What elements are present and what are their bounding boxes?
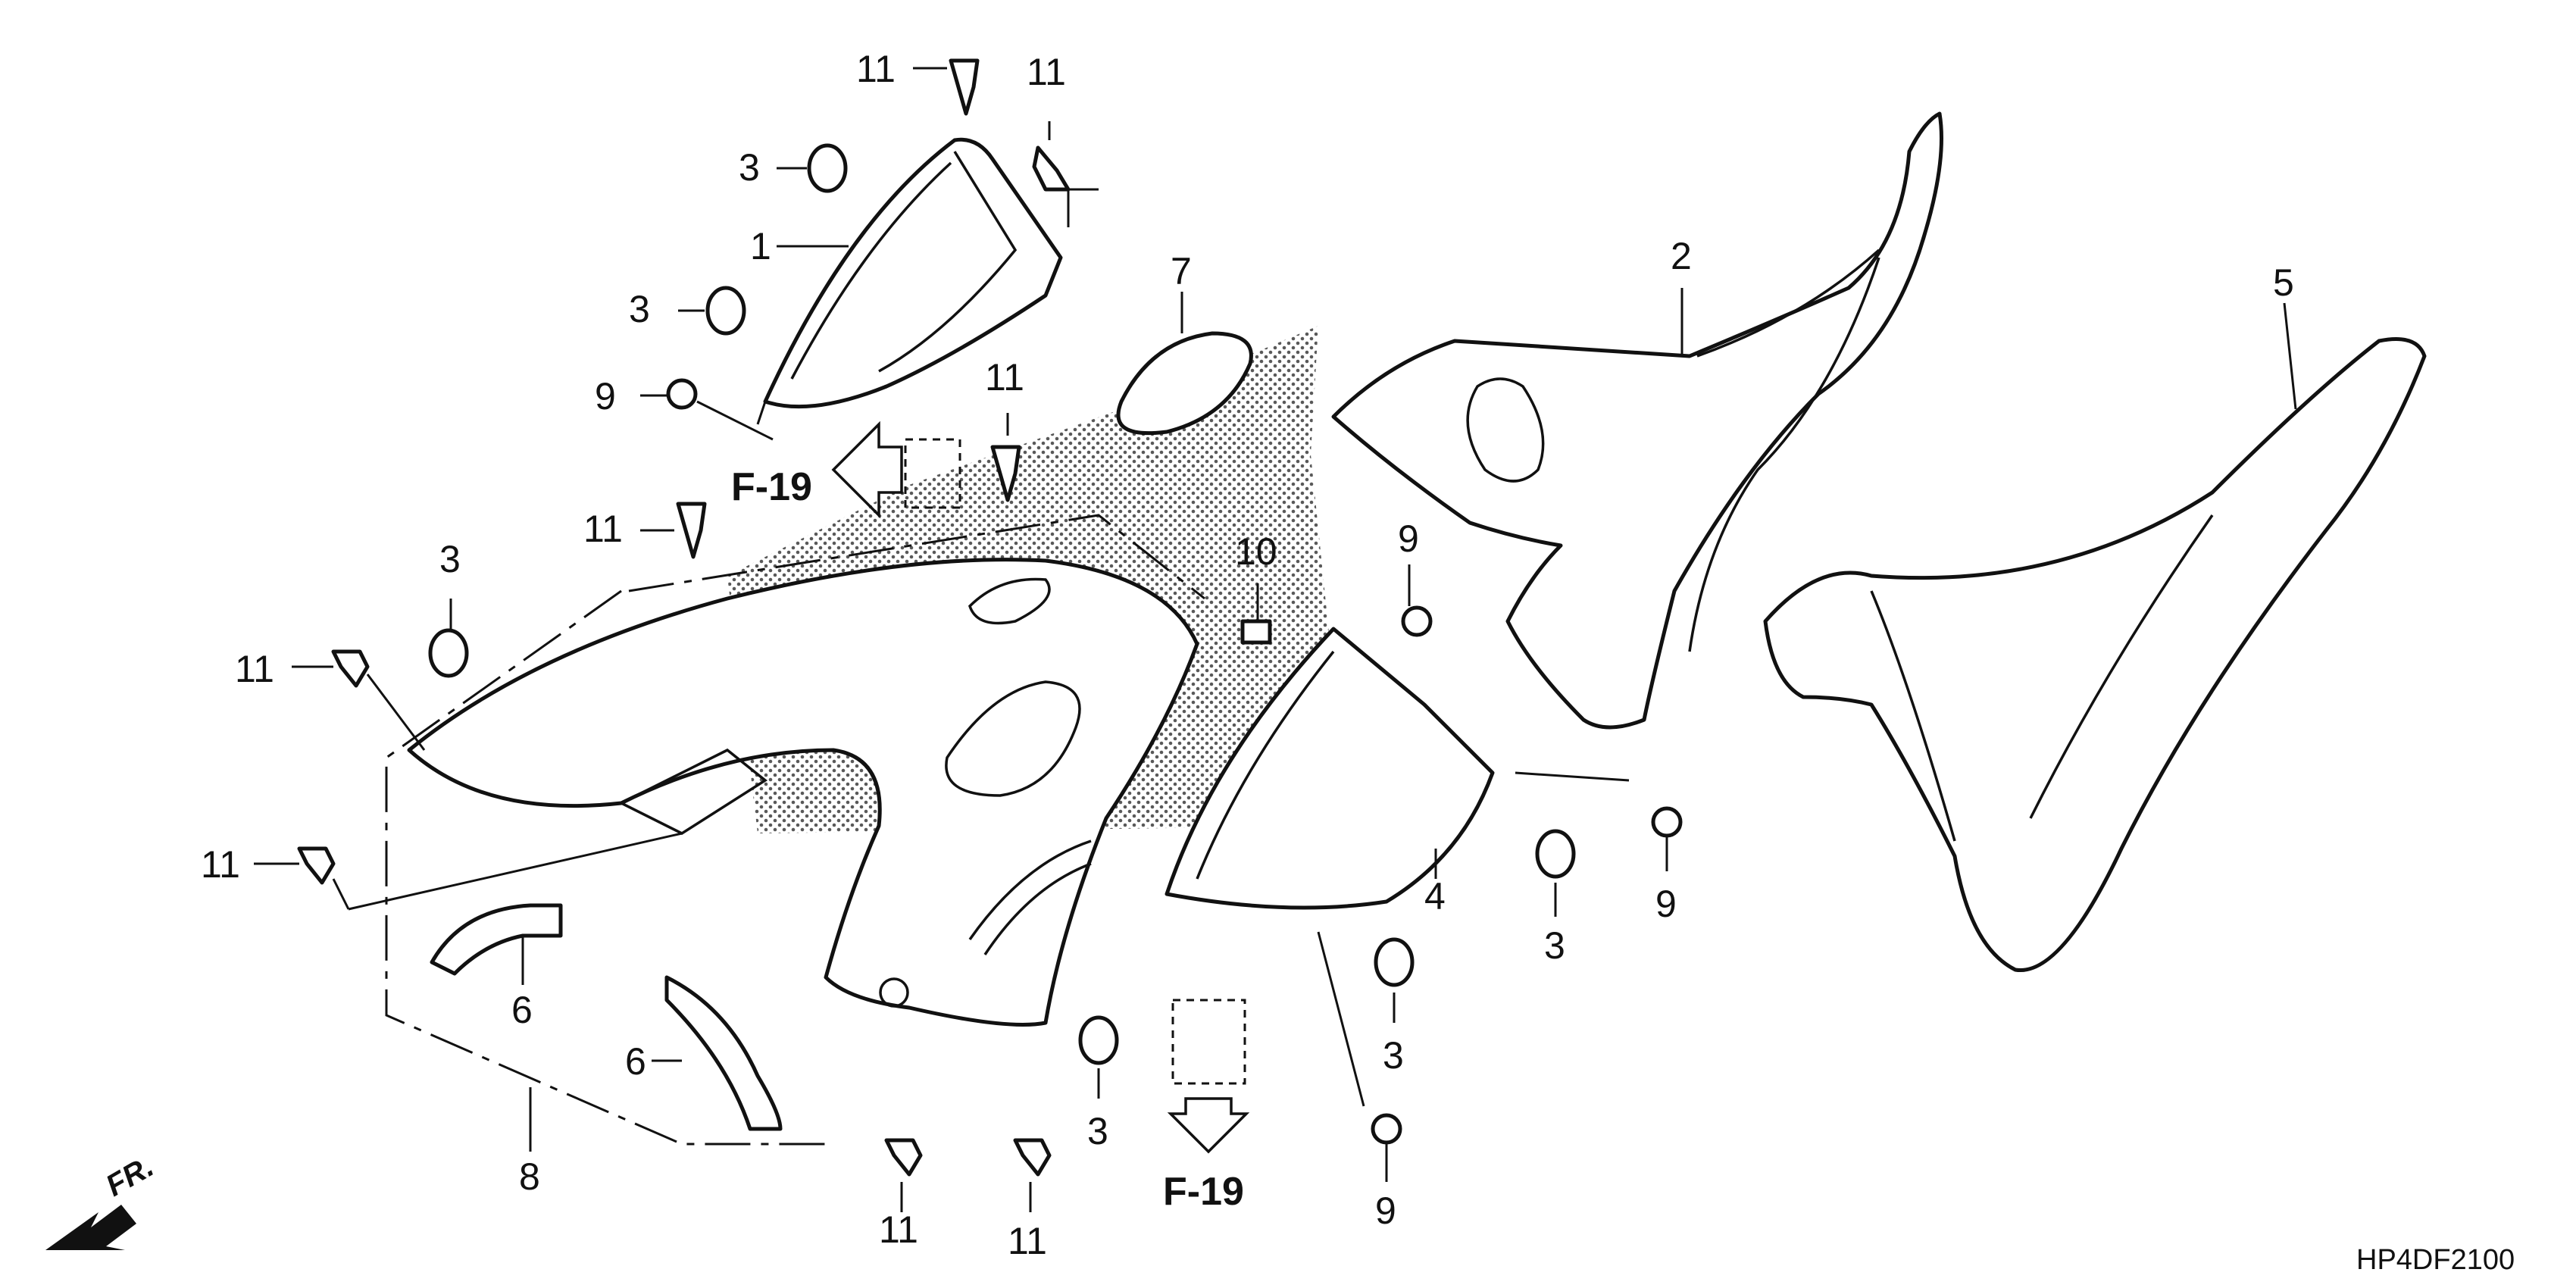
leader-lines — [254, 67, 2297, 1212]
f19-reference-left: F-19 — [731, 420, 903, 519]
callout-3: 3 — [1087, 1110, 1108, 1152]
front-label: FR. — [101, 1149, 160, 1202]
callout-3: 3 — [1383, 1034, 1404, 1077]
part-2-rear-side-cover — [1331, 111, 1943, 730]
callout-3: 3 — [629, 288, 650, 330]
callout-7: 7 — [1171, 250, 1192, 292]
callouts: 11 11 3 1 3 9 11 11 3 11 11 6 6 8 11 11 … — [201, 48, 2294, 1262]
diagram-code: HP4DF2100 — [2356, 1244, 2515, 1276]
callout-3: 3 — [739, 146, 760, 189]
callout-8: 8 — [519, 1155, 540, 1198]
front-direction-arrow: FR. — [45, 1149, 159, 1250]
callout-11: 11 — [1008, 1220, 1047, 1262]
callout-11: 11 — [985, 356, 1024, 399]
callout-11: 11 — [879, 1208, 918, 1251]
callout-11: 11 — [201, 843, 240, 886]
callout-10: 10 — [1235, 530, 1277, 573]
callout-9: 9 — [1398, 517, 1419, 560]
callout-5: 5 — [2273, 261, 2294, 304]
callout-6: 6 — [625, 1040, 646, 1083]
part-4-front-cover — [1165, 627, 1495, 910]
callout-11: 11 — [1027, 51, 1066, 93]
callout-3: 3 — [439, 538, 461, 580]
callout-3: 3 — [1544, 924, 1565, 967]
part-7-pad — [1116, 331, 1253, 436]
callout-4: 4 — [1424, 875, 1446, 918]
callout-9: 9 — [1655, 883, 1677, 925]
part-6-trim-b — [664, 975, 783, 1131]
callout-11: 11 — [856, 48, 896, 90]
callout-6: 6 — [511, 989, 533, 1031]
fasteners — [297, 58, 1683, 1177]
f19-reference-bottom: F-19 — [1163, 1097, 1250, 1214]
callout-11: 11 — [235, 648, 274, 690]
part-8-side-cover — [407, 558, 1199, 1027]
callout-9: 9 — [1375, 1190, 1396, 1232]
f19-label-bottom: F-19 — [1163, 1170, 1244, 1214]
callout-1: 1 — [750, 225, 771, 267]
callout-2: 2 — [1671, 235, 1692, 277]
part-1-top-cover — [763, 137, 1063, 409]
callout-11: 11 — [583, 508, 623, 550]
part-5-right-side-cover — [1763, 337, 2427, 973]
callout-9: 9 — [595, 375, 616, 417]
f19-label-left: F-19 — [731, 465, 812, 509]
part-6-trim-a — [430, 903, 563, 976]
